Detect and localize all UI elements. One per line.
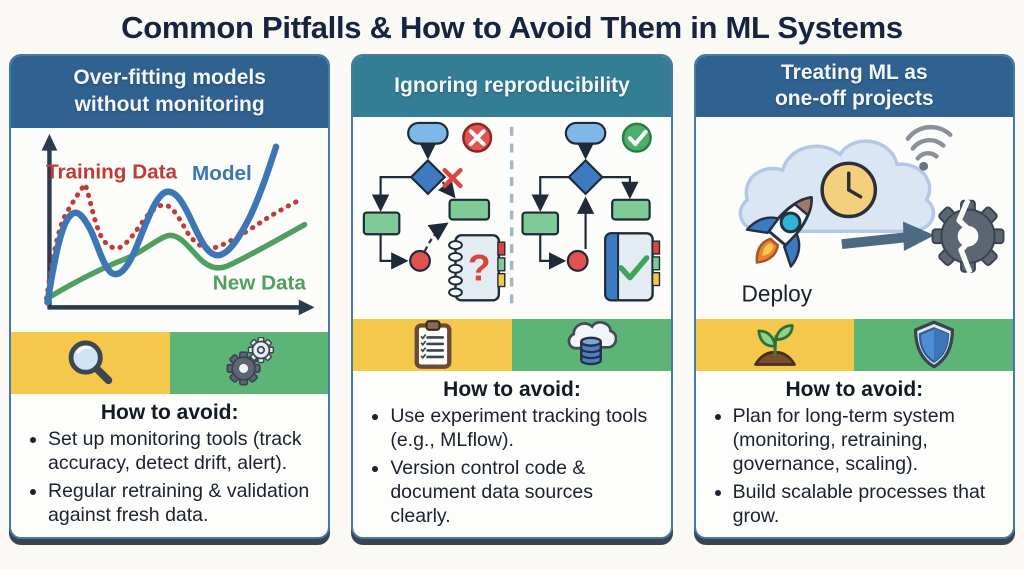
sprout-icon bbox=[754, 324, 796, 366]
one-off-advice: How to avoid: Plan for long-term system … bbox=[696, 371, 1013, 537]
flowchart-comparison-icon: ? bbox=[363, 121, 661, 310]
advice-list: Set up monitoring tools (track accuracy,… bbox=[23, 428, 316, 528]
training-data-label: Training Data bbox=[46, 160, 178, 183]
card-overfitting-title: Over-fitting models without monitoring bbox=[11, 56, 329, 128]
deploy-label: Deploy bbox=[741, 280, 812, 306]
how-to-avoid-heading: How to avoid: bbox=[785, 378, 924, 402]
band-yellow-left bbox=[695, 318, 855, 372]
card-reproducibility: Ignoring reproducibility bbox=[351, 54, 673, 539]
error-badge-icon bbox=[462, 122, 493, 153]
clock-icon bbox=[820, 161, 877, 219]
band-green-right bbox=[854, 318, 1013, 372]
notebook-check-icon bbox=[604, 231, 661, 302]
reproducibility-advice: How to avoid: Use experiment tracking to… bbox=[353, 371, 670, 537]
overfitting-chart: Training Data Model New Data bbox=[11, 128, 329, 332]
advice-item: Regular retraining & validation against … bbox=[48, 480, 316, 528]
success-badge-icon bbox=[622, 122, 653, 153]
band-yellow-left bbox=[11, 332, 170, 394]
how-to-avoid-heading: How to avoid: bbox=[443, 378, 581, 402]
card-one-off-projects: Treating ML as one-off projects bbox=[693, 54, 1015, 539]
advice-item: Version control code & document data sou… bbox=[390, 457, 658, 529]
advice-list: Plan for long-term system (monitoring, r… bbox=[708, 405, 1001, 529]
band-green-right bbox=[169, 332, 329, 394]
bad-flowchart: ? bbox=[363, 121, 506, 302]
band-yellow-left bbox=[353, 318, 512, 372]
advice-item: Use experiment tracking tools (e.g., MLf… bbox=[390, 405, 658, 453]
page-title: Common Pitfalls & How to Avoid Them in M… bbox=[121, 10, 903, 45]
clipboard-icon bbox=[414, 320, 452, 369]
card-reproducibility-title: Ignoring reproducibility bbox=[353, 56, 671, 117]
model-label: Model bbox=[192, 162, 252, 185]
how-to-avoid-heading: How to avoid: bbox=[100, 401, 239, 424]
cloud-database-icon bbox=[567, 320, 618, 366]
advice-item: Plan for long-term system (monitoring, r… bbox=[733, 405, 1001, 477]
reproducibility-icon-band bbox=[353, 318, 671, 372]
new-data-line bbox=[47, 221, 308, 300]
gears-icon bbox=[226, 337, 275, 386]
deploy-scene-icon: Deploy bbox=[738, 124, 1005, 306]
one-off-icon-band bbox=[695, 318, 1013, 372]
deploy-illustration: Deploy bbox=[695, 116, 1013, 319]
advice-item: Set up monitoring tools (track accuracy,… bbox=[48, 428, 316, 476]
overfitting-advice: How to avoid: Set up monitoring tools (t… bbox=[11, 394, 328, 537]
reproducibility-flowcharts: ? bbox=[353, 116, 671, 319]
notebook-question-icon: ? bbox=[448, 233, 506, 302]
band-green-right bbox=[512, 318, 671, 372]
good-flowchart bbox=[521, 121, 661, 302]
new-data-label: New Data bbox=[213, 272, 307, 295]
model-line bbox=[44, 143, 280, 306]
overfitting-icon-band bbox=[11, 332, 329, 394]
magnifier-icon bbox=[68, 340, 113, 385]
training-data-line bbox=[44, 179, 305, 301]
advice-item: Build scalable processes that grow. bbox=[733, 481, 1001, 529]
broken-gear-icon bbox=[931, 198, 1005, 274]
cards-row: Over-fitting models without monitoring T… bbox=[0, 54, 1024, 539]
wifi-icon bbox=[905, 124, 953, 171]
line-chart-icon: Training Data Model New Data bbox=[41, 133, 315, 316]
rocket-icon bbox=[745, 195, 813, 268]
arrow-icon bbox=[840, 221, 935, 251]
question-glyph: ? bbox=[468, 246, 491, 288]
broken-link-x-icon bbox=[442, 167, 463, 188]
shield-icon bbox=[913, 320, 954, 369]
card-overfitting: Over-fitting models without monitoring T… bbox=[9, 54, 331, 539]
card-one-off-title: Treating ML as one-off projects bbox=[695, 56, 1013, 117]
advice-list: Use experiment tracking tools (e.g., MLf… bbox=[365, 405, 658, 529]
